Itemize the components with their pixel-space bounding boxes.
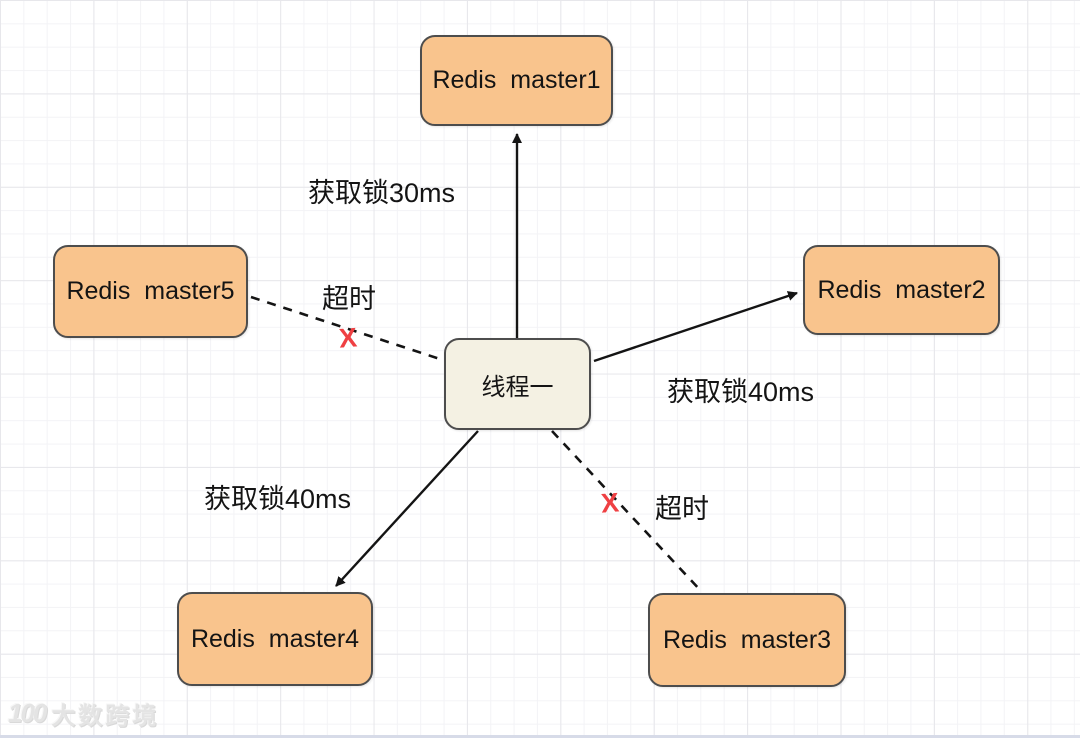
watermark-text: 大数跨境 [51, 703, 160, 730]
label-timeout-left: 超时 [322, 284, 376, 314]
label-acquire-lock-40ms-right: 获取锁40ms [667, 377, 815, 407]
edge-thread-master2 [593, 291, 798, 363]
timeout-x-mark-right: X [599, 487, 621, 519]
watermark: 100 大数跨境 [8, 696, 159, 731]
label-acquire-lock-30ms: 获取锁30ms [308, 178, 456, 208]
node-thread-one[interactable]: 线程一 [444, 338, 591, 430]
node-redis-master4[interactable]: Redis master4 [177, 592, 373, 686]
node-redis-master1[interactable]: Redis master1 [420, 35, 613, 126]
watermark-logo-icon: 100 [8, 698, 47, 728]
node-redis-master2[interactable]: Redis master2 [803, 245, 1000, 335]
label-timeout-right: 超时 [655, 494, 709, 524]
timeout-x-mark-left: X [337, 322, 359, 354]
label-acquire-lock-40ms-left: 获取锁40ms [204, 484, 352, 514]
node-redis-master3[interactable]: Redis master3 [648, 593, 846, 687]
node-redis-master5[interactable]: Redis master5 [53, 245, 248, 338]
edge-thread-master4 [335, 430, 479, 587]
bottom-edge-line [0, 735, 1080, 738]
